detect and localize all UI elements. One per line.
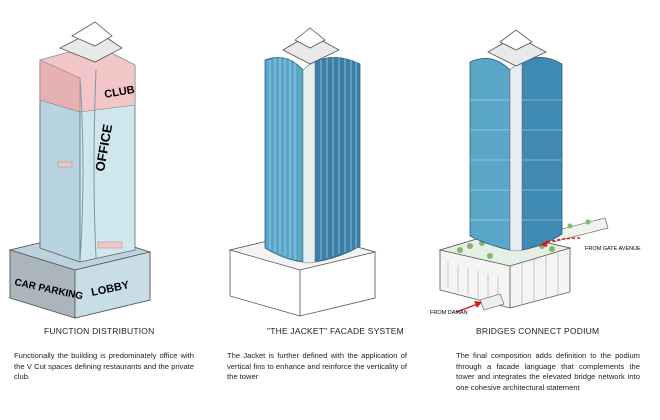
bridges-podium-diagram: FROM GATE AVENUE FROM DAMAN xyxy=(430,29,641,316)
label-from-gate-avenue: FROM GATE AVENUE xyxy=(585,246,641,252)
caption-title-function: FUNCTION DISTRIBUTION xyxy=(44,326,155,336)
panel-function-distribution: CLUB OFFICE CAR PARKING LOBBY FUNCTION D… xyxy=(0,0,220,420)
caption-body-function: Functionally the building is predominate… xyxy=(14,351,194,381)
caption-title-bridges: BRIDGES CONNECT PODIUM xyxy=(476,326,600,336)
caption-body-jacket: The Jacket is further defined with the a… xyxy=(227,351,407,381)
panel-bridges-podium: FROM GATE AVENUE FROM DAMAN BRIDGES CONN… xyxy=(430,0,660,420)
function-distribution-diagram: CLUB OFFICE CAR PARKING LOBBY xyxy=(8,21,152,319)
label-from-daman: FROM DAMAN xyxy=(430,310,468,316)
panel-jacket-facade: "THE JACKET" FACADE SYSTEM The Jacket is… xyxy=(215,0,435,420)
jacket-facade-diagram xyxy=(228,27,377,317)
label-club: CLUB xyxy=(103,84,135,101)
caption-title-jacket: "THE JACKET" FACADE SYSTEM xyxy=(267,326,404,336)
caption-body-bridges: The final composition adds definition to… xyxy=(456,351,640,392)
